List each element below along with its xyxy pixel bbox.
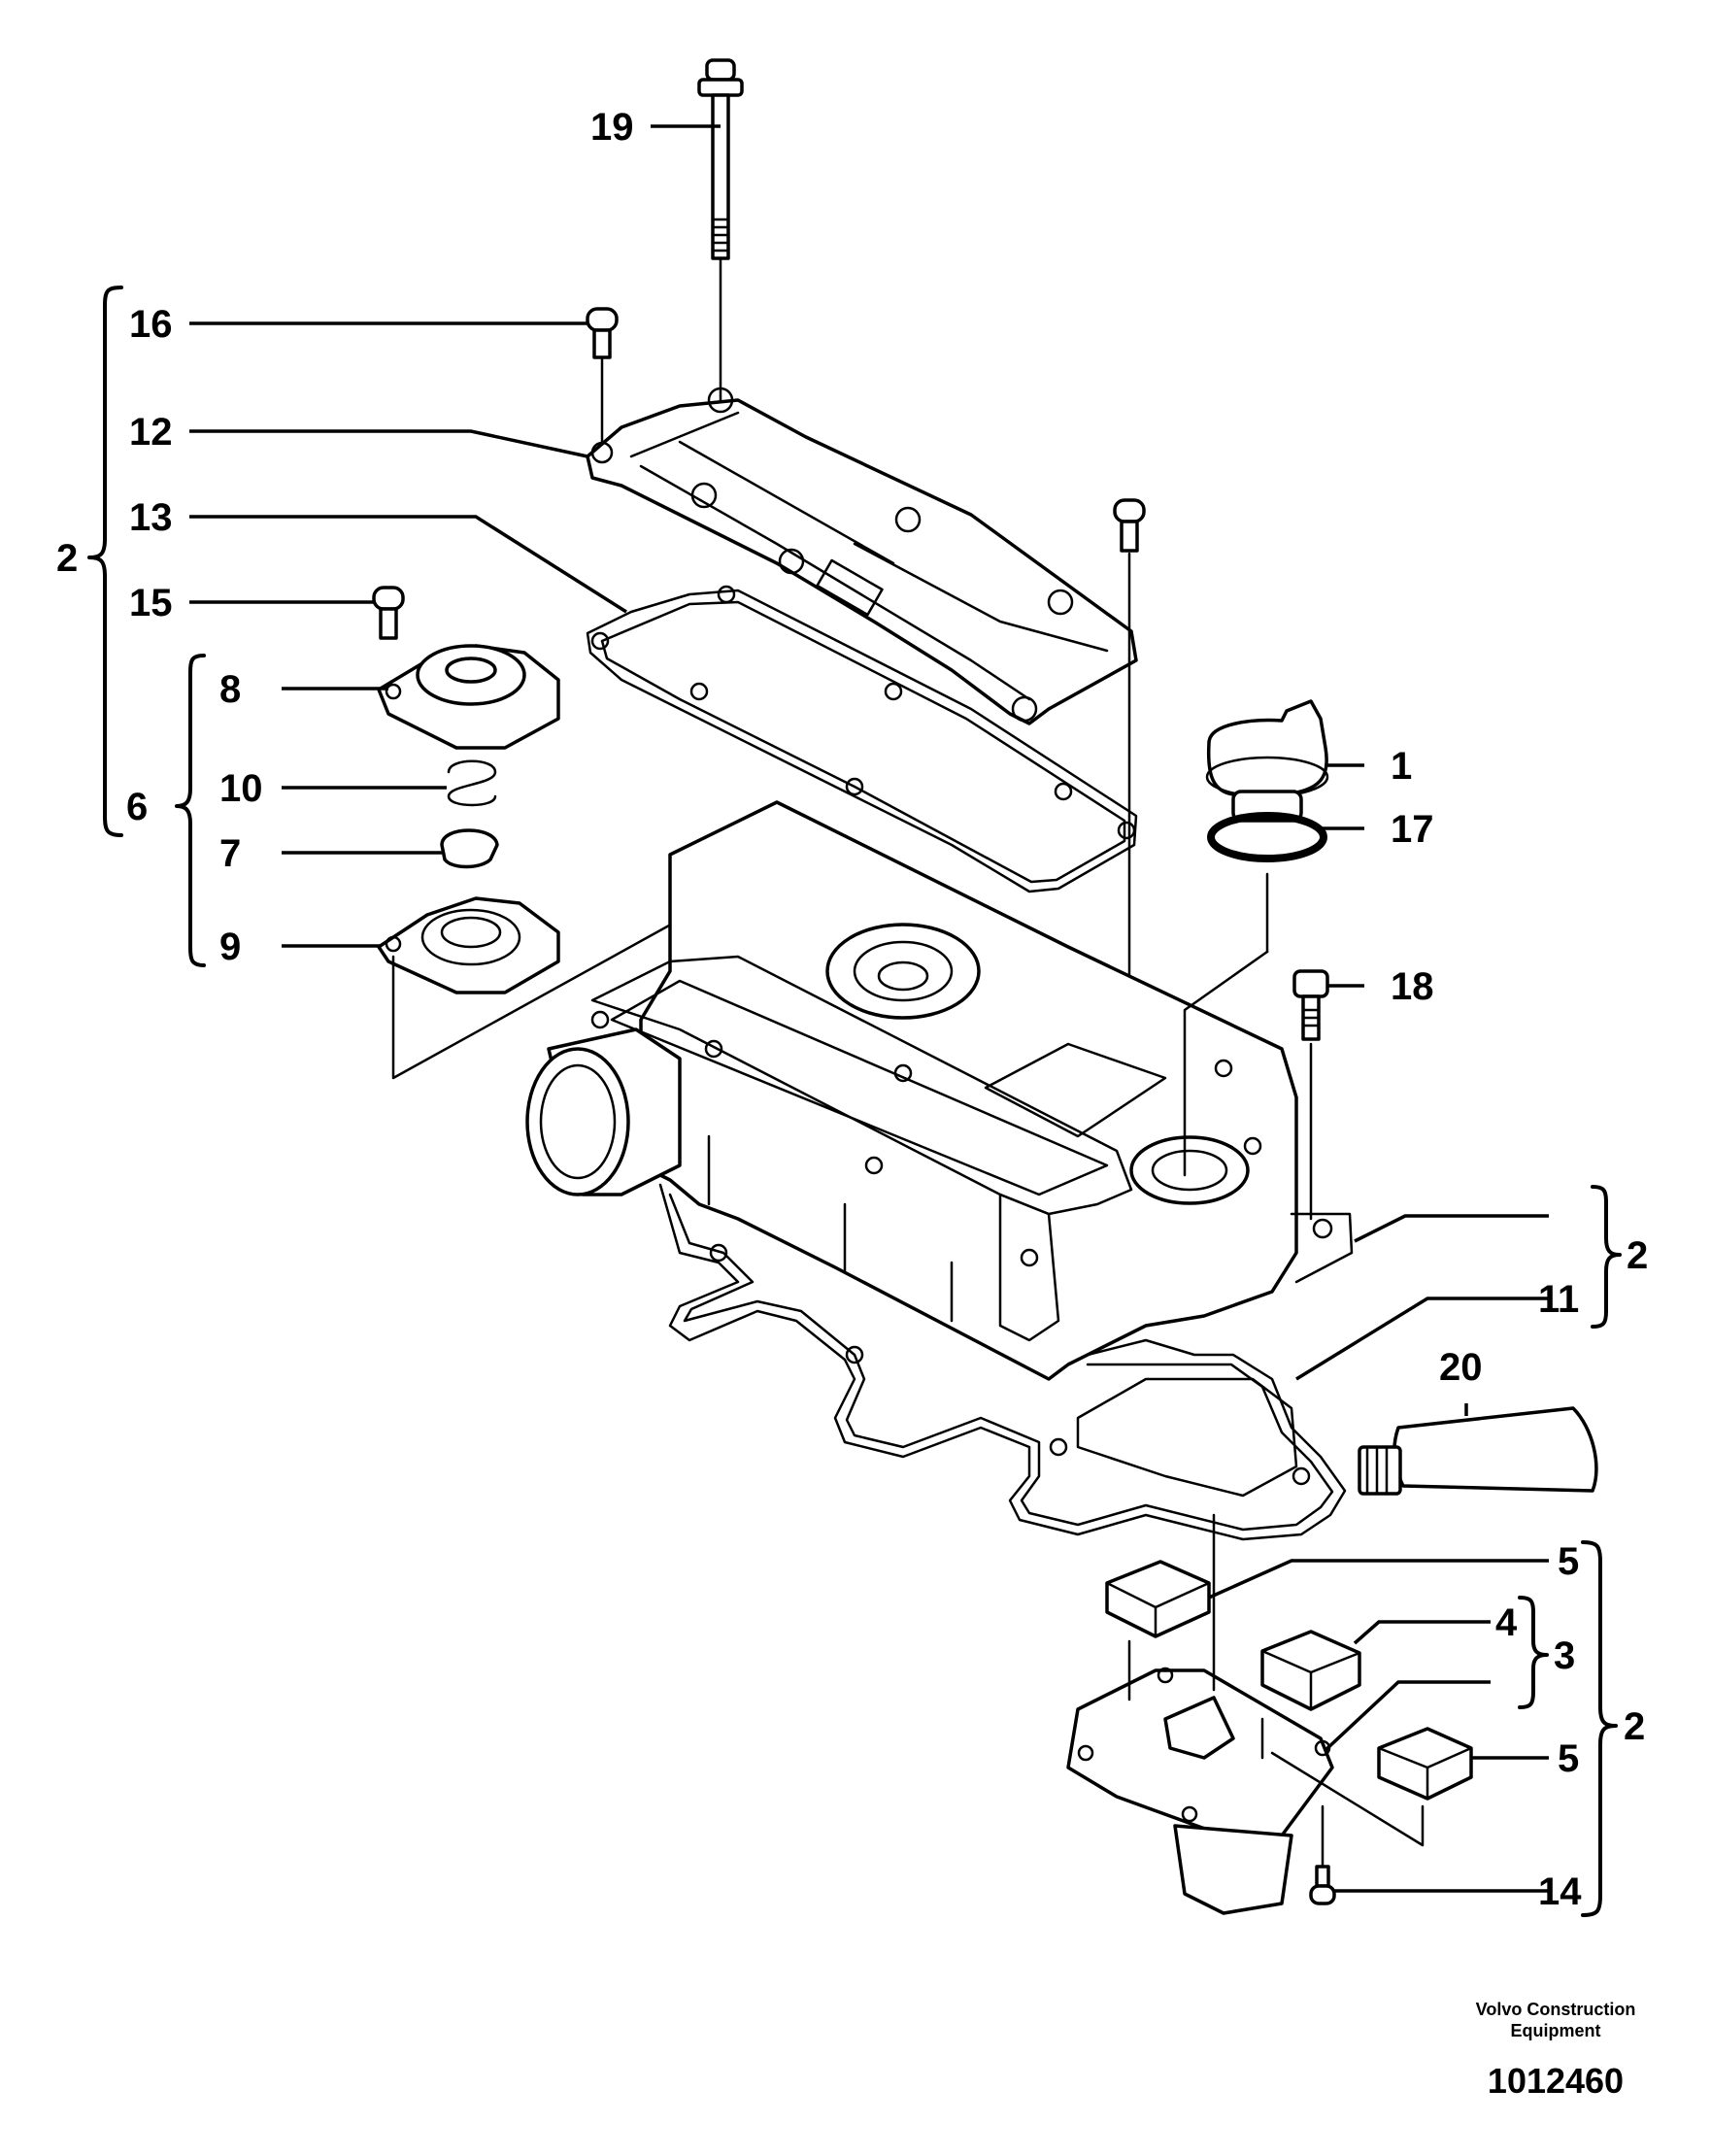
callout-9: 9 (219, 926, 241, 968)
callout-labels: 19 16 12 13 15 8 10 7 9 2 6 1 17 18 2 11… (56, 106, 1648, 1913)
callout-5-top: 5 (1558, 1540, 1579, 1583)
brace-right-2-bottom (1581, 1540, 1618, 1917)
o-ring-part (1207, 812, 1327, 862)
callout-5-right: 5 (1558, 1737, 1579, 1780)
top-gasket-part (586, 585, 1138, 893)
pad-part-5-top (1105, 1560, 1211, 1638)
bottom-plate-part (1066, 1513, 1425, 1915)
callout-10: 10 (219, 767, 263, 810)
callout-15: 15 (129, 582, 173, 624)
callout-18: 18 (1391, 965, 1434, 1008)
rocker-cover-body-part (590, 800, 1354, 1381)
company-name-line1: Volvo Construction (1476, 2000, 1636, 2019)
callout-20: 20 (1439, 1346, 1483, 1389)
spring-part (447, 759, 497, 807)
brace-left-6 (175, 654, 206, 967)
callout-4: 4 (1495, 1601, 1518, 1644)
breather-outlet-pipe (525, 1027, 682, 1196)
callout-2-right-top: 2 (1627, 1234, 1648, 1277)
callout-13: 13 (129, 496, 173, 539)
callout-3: 3 (1554, 1634, 1575, 1677)
callout-2-left: 2 (56, 537, 78, 580)
footer-block: Volvo Construction Equipment 1012460 (1476, 2000, 1636, 2101)
callout-19: 19 (590, 106, 634, 149)
callout-6: 6 (126, 786, 148, 828)
callout-12: 12 (129, 411, 173, 454)
top-cover-plate-part (586, 387, 1138, 725)
drawing-number: 1012460 (1488, 2061, 1624, 2101)
screw-part-15 (372, 586, 405, 640)
callout-11: 11 (1538, 1278, 1579, 1321)
callout-16: 16 (129, 303, 173, 346)
callout-14: 14 (1538, 1870, 1582, 1913)
company-name-line2: Equipment (1511, 2021, 1601, 2040)
brace-right-3 (1518, 1596, 1549, 1709)
screw-part-14 (1309, 1804, 1336, 1905)
callout-8: 8 (219, 668, 241, 711)
breather-cap-part (377, 644, 560, 750)
diaphragm-part (440, 828, 499, 869)
callout-2-right-bottom: 2 (1624, 1705, 1645, 1748)
lower-gasket-part (658, 1183, 1347, 1541)
screw-part-16 (586, 307, 619, 449)
valve-base-part (377, 896, 560, 994)
callout-7: 7 (219, 832, 241, 875)
callout-17: 17 (1391, 808, 1434, 851)
brace-left-2 (87, 286, 123, 837)
group-braces (87, 286, 1622, 1917)
leader-lines (189, 124, 1549, 1893)
long-bolt-part (697, 58, 744, 402)
sealant-tube-part (1358, 1406, 1598, 1496)
brace-right-2-top (1591, 1185, 1622, 1329)
pad-part-5-right (1377, 1727, 1473, 1801)
pad-part-4 (1260, 1630, 1361, 1711)
bolt-part-18 (1292, 969, 1329, 1221)
callout-1: 1 (1391, 745, 1412, 788)
